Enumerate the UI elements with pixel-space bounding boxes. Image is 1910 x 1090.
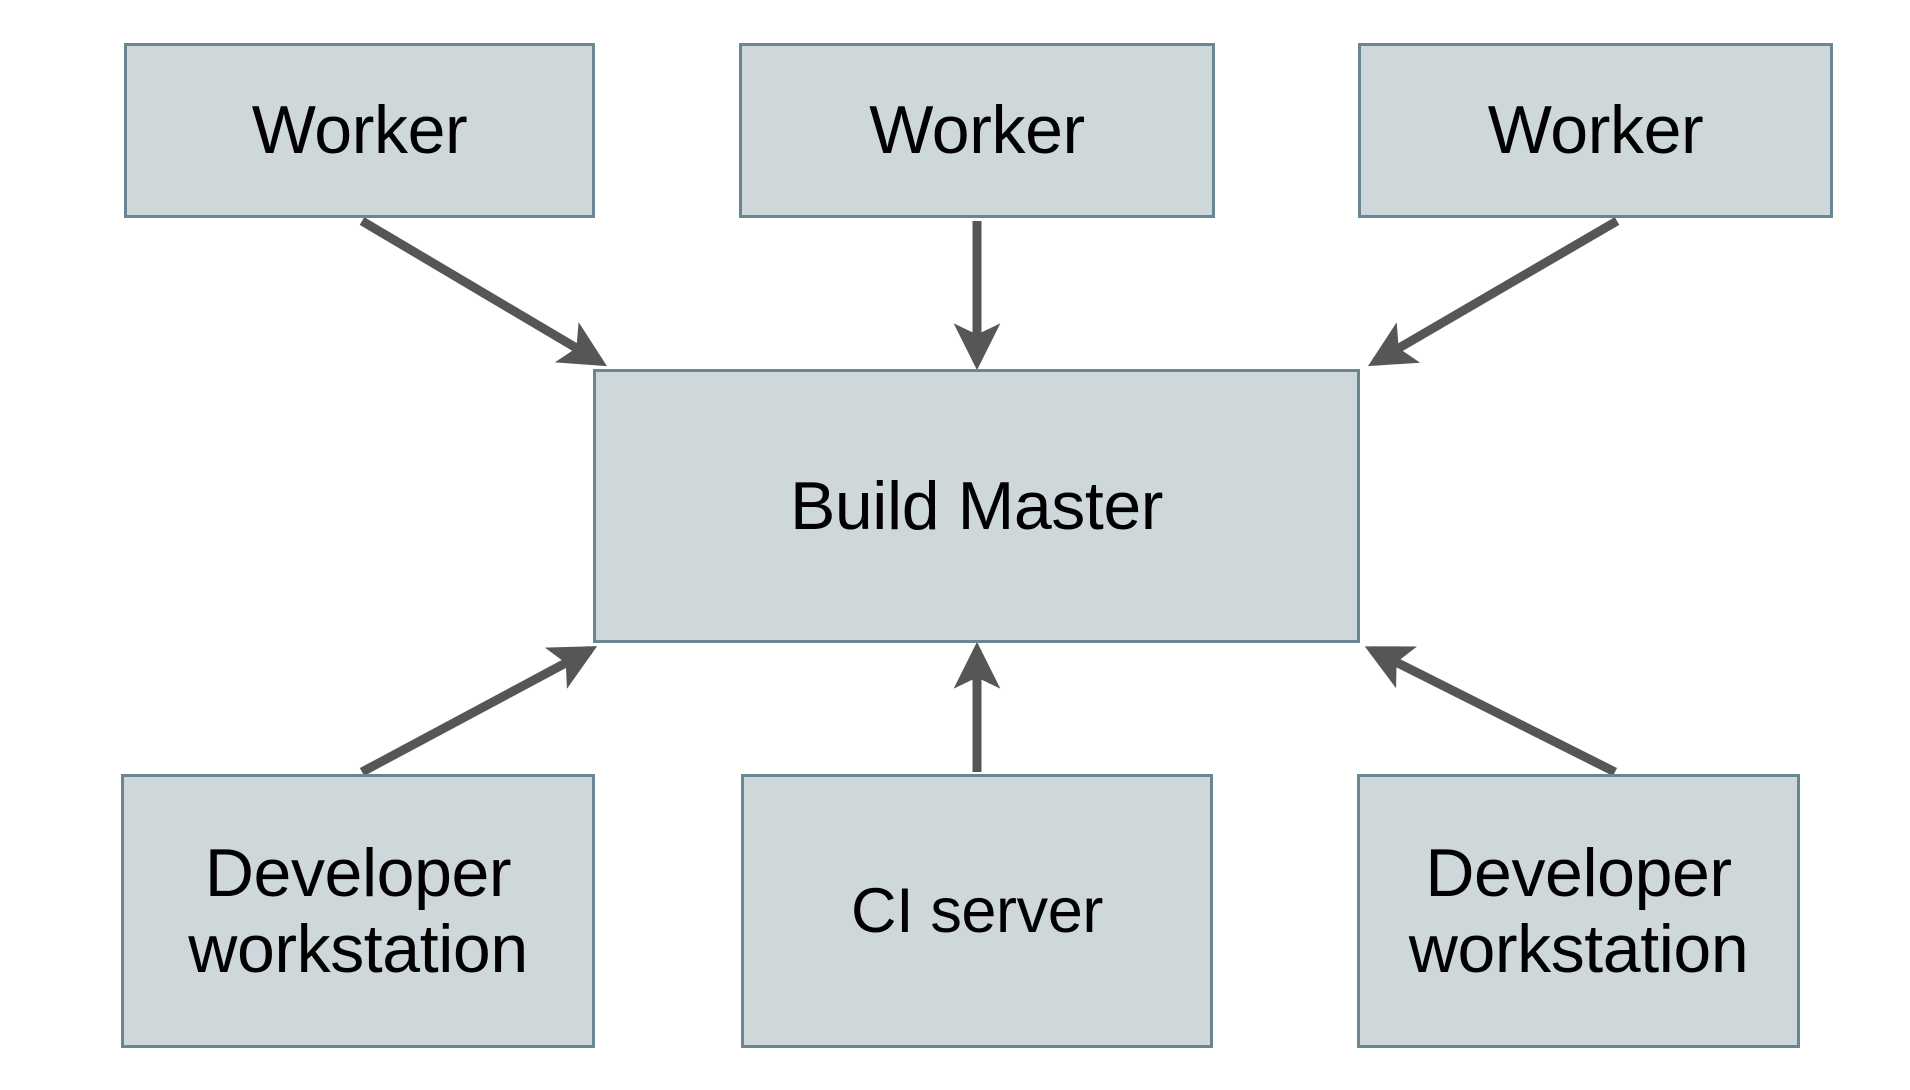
node-label: Build Master <box>789 467 1164 544</box>
node-worker-1[interactable]: Worker <box>124 43 595 218</box>
node-label: Developer workstation <box>188 834 528 987</box>
edge-devright-to-master <box>1364 645 1618 777</box>
node-dev-workstation-right[interactable]: Developer workstation <box>1357 774 1800 1048</box>
node-build-master[interactable]: Build Master <box>593 369 1360 643</box>
node-label: Worker <box>869 92 1085 169</box>
node-label: Worker <box>1487 92 1704 169</box>
edge-worker3-to-master <box>1368 217 1620 367</box>
node-label: CI server <box>851 875 1103 946</box>
node-label: Developer workstation <box>1408 834 1749 987</box>
edge-worker1-to-master <box>359 217 607 367</box>
node-worker-2[interactable]: Worker <box>739 43 1215 218</box>
node-worker-3[interactable]: Worker <box>1358 43 1833 218</box>
node-label: Worker <box>251 92 468 169</box>
edge-devleft-to-master <box>359 646 598 776</box>
node-ci-server[interactable]: CI server <box>741 774 1213 1048</box>
node-dev-workstation-left[interactable]: Developer workstation <box>121 774 595 1048</box>
